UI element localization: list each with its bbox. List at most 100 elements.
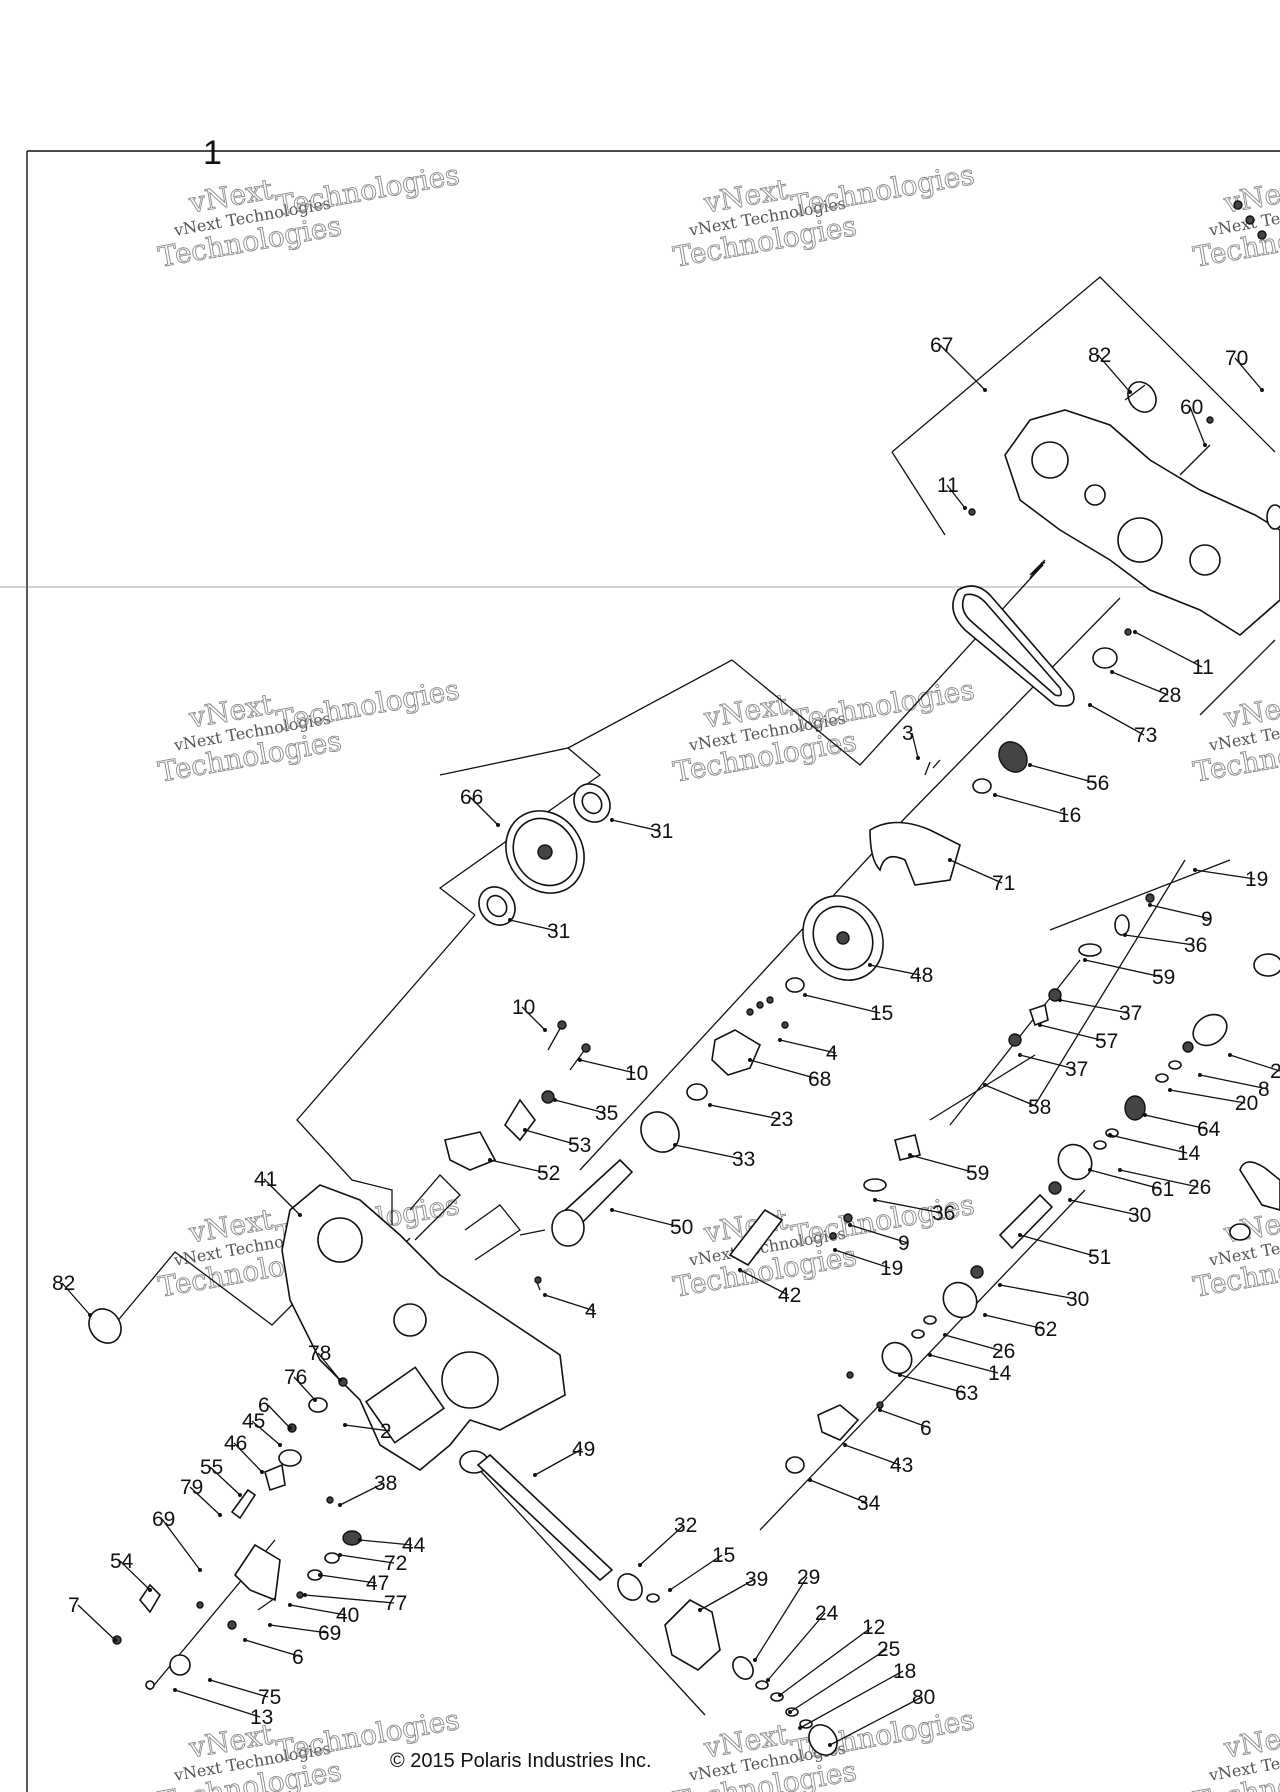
callout-number: 58 [1028, 1096, 1051, 1119]
svg-text:Technologies: Technologies [274, 158, 462, 223]
callout-9: 9 [1148, 903, 1213, 931]
callout-leader [946, 484, 966, 509]
callout-number: 30 [1066, 1288, 1089, 1311]
callout-leader [209, 1466, 241, 1496]
callout-number: 59 [1152, 966, 1175, 989]
callout-leader [1229, 1054, 1280, 1072]
shaft-50-end [551, 1209, 585, 1247]
callout-leader [119, 1560, 151, 1591]
callout-number: 43 [890, 1454, 913, 1477]
callout-leader [174, 1689, 261, 1718]
callout-11: 11 [1133, 630, 1214, 679]
callout-number: 75 [258, 1686, 281, 1709]
callout-leader [489, 1159, 548, 1174]
callout-18: 18 [798, 1660, 916, 1730]
callout-number: 37 [1119, 1002, 1142, 1025]
callout-number: 27 [1270, 1060, 1280, 1083]
ring-16 [972, 778, 992, 794]
callout-number: 73 [1134, 724, 1157, 747]
callout-61: 61 [1088, 1168, 1174, 1201]
seal-82-top [1127, 381, 1157, 413]
detent-35 [541, 1090, 555, 1104]
callout-26: 26 [943, 1333, 1015, 1363]
callout-54: 54 [110, 1550, 152, 1592]
callout-leader [1134, 631, 1203, 668]
callout-arrowhead [803, 993, 807, 997]
callout-15: 15 [803, 993, 893, 1025]
callout-leader [339, 1554, 395, 1564]
callout-leader [61, 1282, 91, 1316]
callout-number: 6 [258, 1394, 270, 1417]
callout-leader [554, 1099, 606, 1114]
callout-arrowhead [848, 1223, 852, 1227]
callout-19: 19 [833, 1248, 903, 1280]
callout-leader [319, 1574, 377, 1584]
callout-60: 60 [1180, 396, 1207, 447]
callout-number: 12 [862, 1616, 885, 1639]
callout-arrowhead [610, 818, 614, 822]
callout-number: 8 [1258, 1078, 1270, 1101]
callout-leader [304, 1594, 395, 1604]
callout-arrowhead [843, 1443, 847, 1447]
callout-55: 55 [200, 1456, 242, 1497]
callout-35: 35 [553, 1098, 618, 1125]
callout-number: 35 [595, 1102, 618, 1125]
callout-8: 8 [1198, 1073, 1270, 1101]
callout-leader [289, 1604, 347, 1616]
callout-number: 33 [732, 1148, 755, 1171]
callout-leader [849, 1224, 909, 1244]
callout-10: 10 [512, 996, 547, 1032]
callout-number: 57 [1095, 1030, 1118, 1053]
callout-19: 19 [1193, 868, 1268, 891]
callout-number: 29 [797, 1566, 820, 1589]
callout-arrowhead [488, 1158, 492, 1162]
callout-leader [611, 819, 661, 832]
callout-leader [789, 1648, 888, 1713]
callout-6: 6 [243, 1638, 304, 1669]
callout-75: 75 [208, 1678, 281, 1709]
callout-arrowhead [943, 1333, 947, 1337]
callout-leader [1189, 406, 1206, 446]
callout-arrowhead [243, 1638, 247, 1642]
callout-arrowhead [508, 918, 512, 922]
callout-arrowhead [113, 1638, 117, 1642]
callout-67: 67 [930, 334, 987, 392]
callout-number: 3 [902, 722, 914, 745]
callout-leader [1119, 1169, 1199, 1188]
callout-arrowhead [338, 1553, 342, 1557]
callout-leader [1089, 1169, 1162, 1190]
callout-arrowhead [338, 1503, 342, 1507]
callout-78: 78 [308, 1342, 342, 1382]
callout-leader [999, 1284, 1077, 1300]
bearing-31-top [573, 783, 611, 823]
callout-number: 10 [512, 996, 535, 1019]
callout-47: 47 [318, 1572, 389, 1595]
callout-leader [1019, 1054, 1076, 1070]
ring-23 [686, 1083, 708, 1101]
callout-leader [944, 1334, 1003, 1352]
callout-arrowhead [808, 1478, 812, 1482]
callout-number: 10 [625, 1062, 648, 1085]
callout-68: 68 [748, 1058, 831, 1091]
callout-leader [879, 1409, 931, 1429]
callout-14: 14 [1108, 1133, 1201, 1165]
callout-number: 4 [585, 1300, 597, 1323]
callout-leader [1169, 1089, 1246, 1104]
callout-number: 26 [992, 1340, 1015, 1363]
callout-arrowhead [928, 1353, 932, 1357]
callout-leader [269, 1624, 329, 1634]
callout-arrowhead [1228, 1053, 1232, 1057]
callout-77: 77 [303, 1592, 407, 1615]
callout-49: 49 [533, 1438, 595, 1477]
callout-arrowhead [1123, 933, 1127, 937]
callout-number: 14 [988, 1362, 1012, 1385]
callout-number: 56 [1086, 772, 1109, 795]
callout-leader [469, 796, 499, 826]
callout-arrowhead [208, 1678, 212, 1682]
callout-arrowhead [908, 1153, 912, 1157]
output-shaft [459, 1450, 838, 1756]
callout-arrowhead [543, 1028, 547, 1032]
